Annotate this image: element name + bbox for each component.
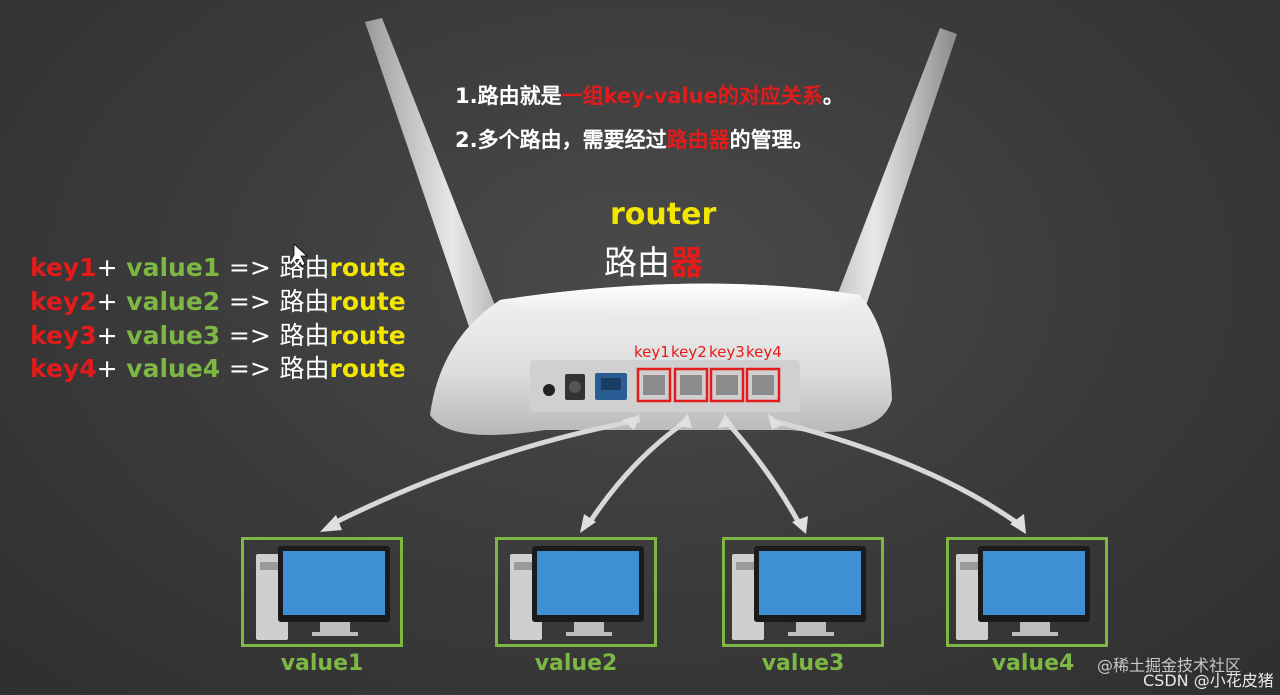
port-label-key3: key3 [709, 343, 745, 361]
mapping-row: key2+ value2 => 路由route [30, 282, 406, 316]
connection-arrows [328, 417, 1022, 528]
port-label-key1: key1 [634, 343, 670, 361]
mapping-value: value1 [126, 253, 221, 282]
mapping-zh: 路由 [279, 287, 330, 316]
note-2-text: 2.多个路由，需要经过 [455, 128, 667, 152]
router-title-zh: 路由器 [604, 236, 703, 284]
note-2-highlight: 路由器 [666, 128, 730, 152]
mapping-zh: 路由 [279, 354, 330, 383]
note-line-2: 2.多个路由，需要经过路由器的管理。 [455, 124, 814, 154]
mapping-key: key2 [30, 287, 97, 316]
mapping-route: route [329, 287, 406, 316]
reset-button [543, 384, 555, 396]
note-2-suffix: 的管理。 [729, 128, 814, 152]
mouse-cursor-icon [293, 243, 309, 267]
note-1-suffix: 。 [822, 84, 844, 108]
port-label-key4: key4 [746, 343, 782, 361]
note-line-1: 1.路由就是一组key-value的对应关系。 [455, 80, 844, 110]
mapping-value: value2 [126, 287, 221, 316]
watermark-csdn: CSDN @小花皮猪 [1143, 671, 1274, 690]
arrow-heads [320, 414, 1026, 534]
mapping-arrow: => [228, 253, 271, 282]
mapping-row: key3+ value3 => 路由route [30, 316, 406, 350]
mapping-key: key4 [30, 354, 97, 383]
note-1-highlight: 一组key-value的对应关系 [561, 84, 823, 108]
router-title-zh-text: 路由 [604, 243, 670, 282]
mapping-plus: + [96, 321, 118, 350]
computer-label-value2: value2 [534, 651, 618, 676]
mapping-key: key3 [30, 321, 97, 350]
computer-label-value4: value4 [991, 651, 1075, 676]
mapping-route: route [329, 354, 406, 383]
port-label-key2: key2 [671, 343, 707, 361]
mapping-arrow: => [228, 287, 271, 316]
computer-box-value4 [946, 537, 1108, 647]
mapping-arrow: => [228, 321, 271, 350]
watermark-juejin: @稀土掘金技术社区 [1097, 656, 1242, 675]
mapping-row: key1+ value1 => 路由route [30, 248, 406, 282]
mapping-route: route [329, 321, 406, 350]
mapping-key: key1 [30, 253, 97, 282]
mapping-plus: + [96, 253, 118, 282]
mapping-route: route [329, 253, 406, 282]
mapping-plus: + [96, 354, 118, 383]
mapping-zh: 路由 [279, 253, 330, 282]
mapping-value: value4 [126, 354, 221, 383]
router-title-zh-highlight: 器 [670, 243, 703, 282]
mapping-zh: 路由 [279, 321, 330, 350]
mapping-row: key4+ value4 => 路由route [30, 349, 406, 383]
mapping-arrow: => [228, 354, 271, 383]
router-title-en: router [610, 197, 717, 232]
computer-box-value2 [495, 537, 657, 647]
mapping-plus: + [96, 287, 118, 316]
lan-ports [636, 367, 781, 403]
note-1-text: 1.路由就是 [455, 84, 562, 108]
computer-box-value1 [241, 537, 403, 647]
computer-label-value3: value3 [761, 651, 845, 676]
mapping-value: value3 [126, 321, 221, 350]
computer-box-value3 [722, 537, 884, 647]
router-top [500, 283, 860, 322]
computer-label-value1: value1 [280, 651, 364, 676]
computer-icons [256, 546, 1090, 640]
